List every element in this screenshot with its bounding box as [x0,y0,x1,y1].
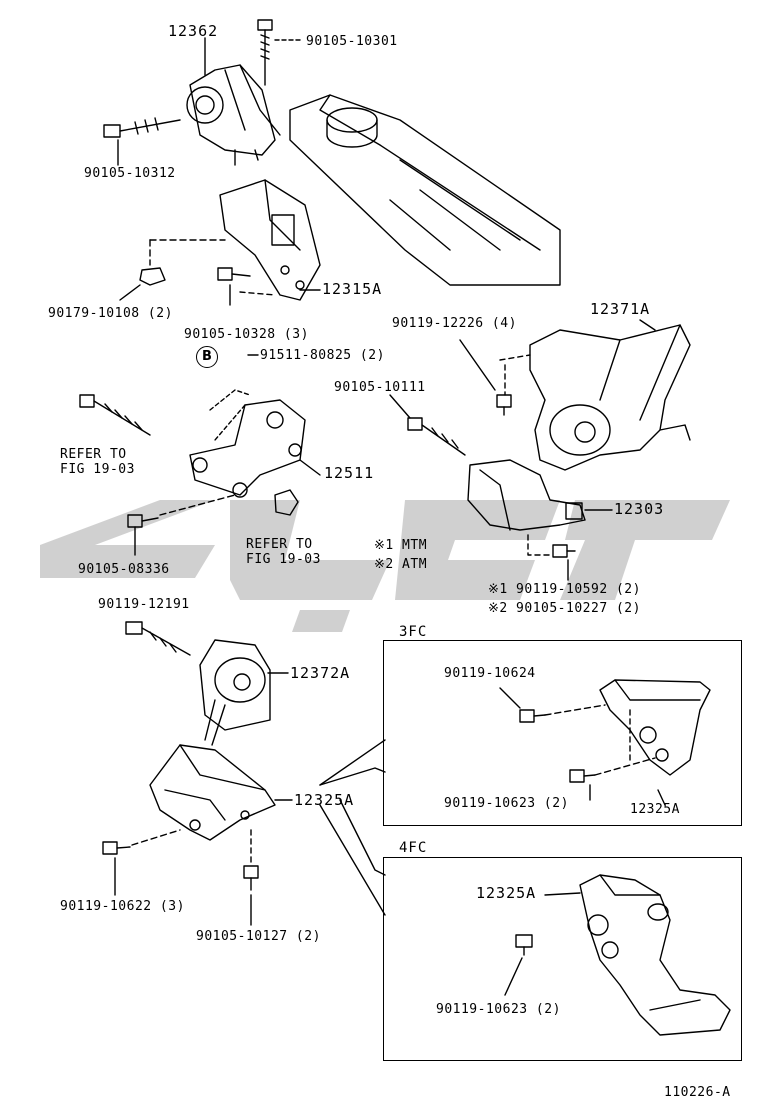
bolt-90105-10111 [389,394,466,456]
label-90105-10127: 90105-10127 (2) [196,929,321,944]
bolt-90105-10328 [217,267,276,306]
label-90119-12226: 90119-12226 (4) [392,316,517,331]
bolt-90119-10622 [102,829,181,896]
label-90105-10312: 90105-10312 [84,166,176,181]
nut-refer-fig19-03 [274,489,299,516]
nut-90179-10108 [119,267,166,301]
callout-3fc-2 [319,767,386,786]
label-3fc-90119-10623: 90119-10623 (2) [444,796,569,811]
watermark-logo [40,500,730,632]
label-90179-10108: 90179-10108 (2) [48,306,173,321]
label-12371A: 12371A [590,300,651,318]
label-12511: 12511 [324,464,375,482]
engine-block [289,94,561,286]
label-3fc-90119-10624: 90119-10624 [444,666,536,681]
bolt-90105-10127 [243,829,259,926]
bolt-refer-fig19-03 [79,394,151,436]
label-12325A: 12325A [294,791,355,809]
label-90119-10622: 90119-10622 (3) [60,899,185,914]
mount-12362 [186,64,281,166]
bolt-90105-10301 [257,19,303,86]
leader-12325A-4fc [544,892,581,896]
label-91511-80825: 91511-80825 (2) [260,348,385,363]
label-refer-to-2: REFER TO [246,537,313,552]
callout-3fc [319,739,386,786]
bracket-12303 [467,459,586,556]
label-90105-10301: 90105-10301 [306,34,398,49]
detail-box-4fc [383,857,742,1061]
bracket-12325A-3fc [544,679,711,776]
label-note-mtm: ※1 MTM [374,538,428,553]
callout-4fc [319,804,386,916]
label-fig-2: FIG 19-03 [246,552,321,567]
detail-box-4fc-title: 4FC [397,840,430,856]
label-90105-10328: 90105-10328 (3) [184,327,309,342]
bolt-90119-12191 [125,621,191,656]
bolt-90119-10592 [552,544,576,581]
bolt-90119-10623-3fc [569,769,596,801]
detail-box-3fc-title: 3FC [397,624,430,640]
leader-12371A [639,319,656,331]
label-3fc-12325A: 12325A [630,802,680,817]
label-90119-12191: 90119-12191 [98,597,190,612]
label-refer-to-1: REFER TO [60,447,127,462]
label-90105-08336: 90105-08336 [78,562,170,577]
label-90119-10592: ※1 90119-10592 (2) [488,582,641,597]
bolt-90105-10312 [103,117,181,166]
label-12315A: 12315A [322,280,383,298]
bolt-90119-12226 [459,339,512,416]
label-12372A: 12372A [290,664,351,682]
label-4fc-90119-10623: 90119-10623 (2) [436,1002,561,1017]
label-12303: 12303 [614,500,665,518]
bracket-12315A [149,179,321,301]
bolt-90105-08336 [127,494,236,556]
label-90105-10111: 90105-10111 [334,380,426,395]
bracket-12325A-4fc [579,874,731,1036]
bracket-12325A [149,744,276,841]
mount-12371A [499,324,691,471]
leader-12325A-3fc [657,789,666,806]
label-note-atm: ※2 ATM [374,557,428,572]
bracket-12511 [189,389,321,498]
label-4fc-12325A: 12325A [476,884,537,902]
callout-4fc-2 [339,799,386,876]
label-90105-10227: ※2 90105-10227 (2) [488,601,641,616]
detail-box-3fc [383,640,742,826]
label-12362: 12362 [168,22,219,40]
mount-12372A [199,639,271,746]
label-fig-1: FIG 19-03 [60,462,135,477]
figure-number: 110226-A [664,1085,731,1100]
bolt-90119-10623-4fc [504,934,533,996]
badge-b: B [196,346,218,368]
bolt-90119-10624 [499,687,546,723]
